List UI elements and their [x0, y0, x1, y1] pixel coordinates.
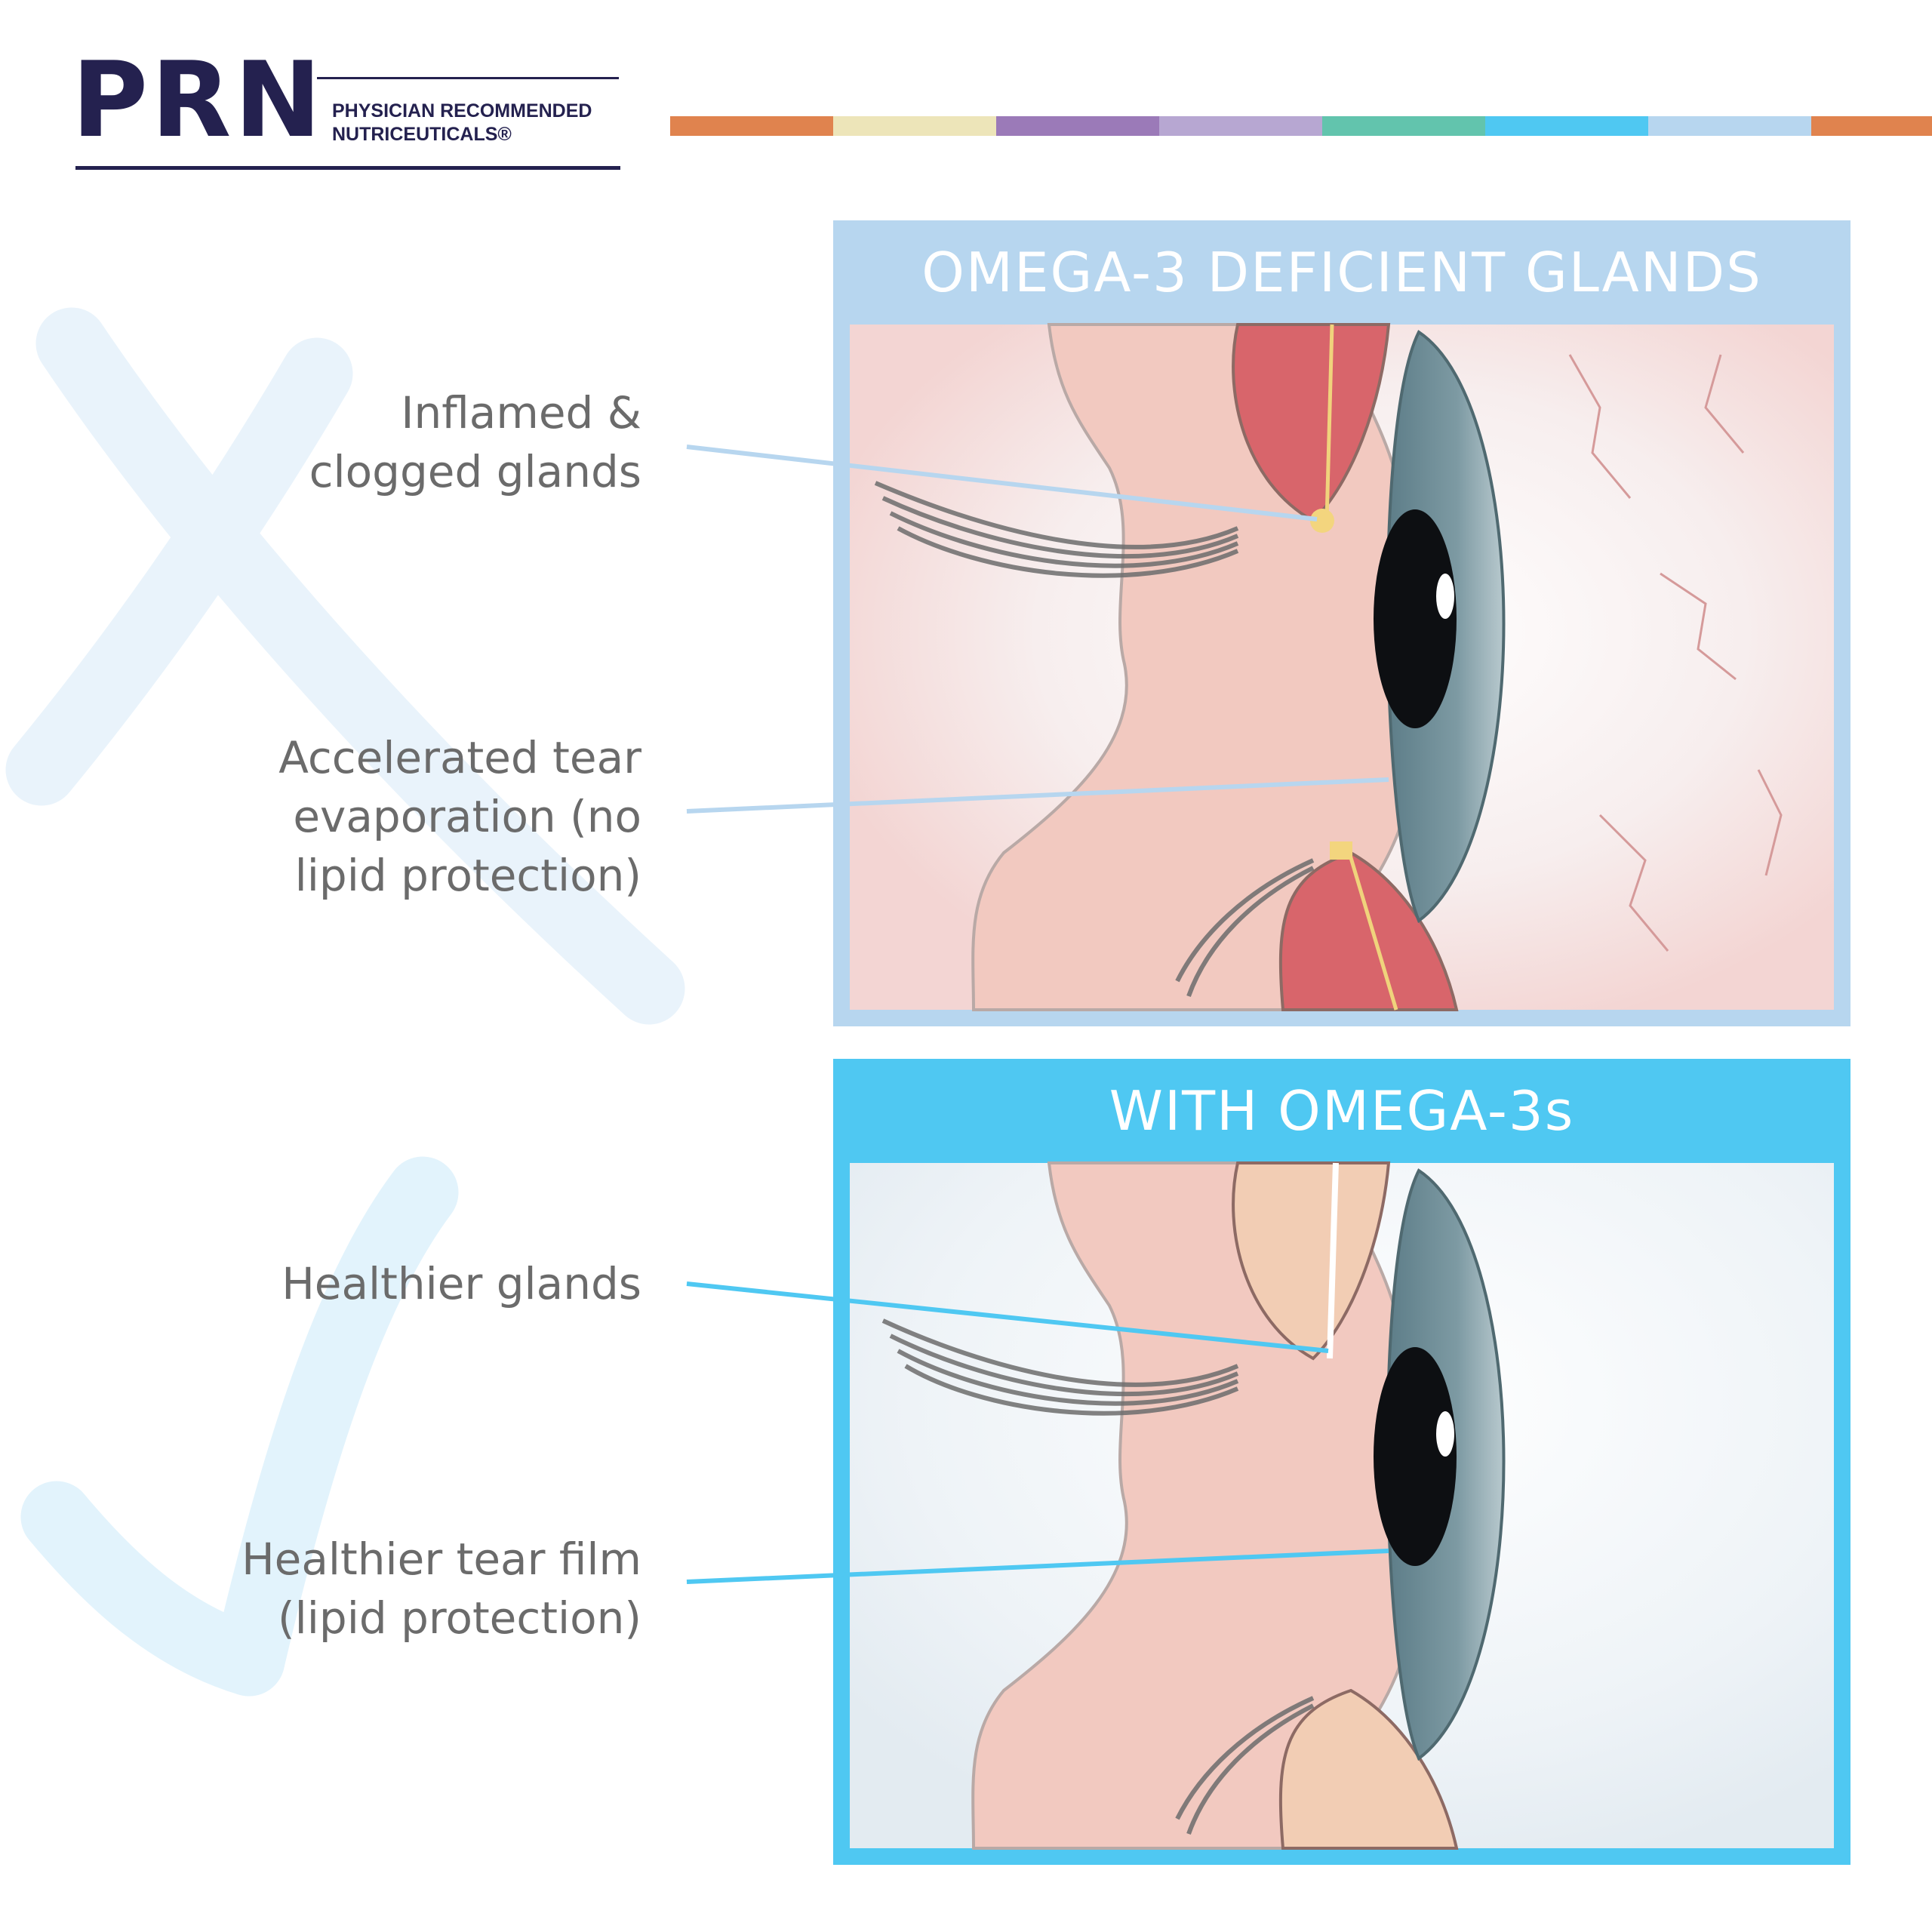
- color-strip-segment: [1648, 116, 1811, 136]
- healthy-eye-illustration: [850, 1161, 1834, 1850]
- color-strip-segment: [1811, 116, 1932, 136]
- callout-line-healthy-glands: [686, 1281, 1329, 1353]
- label-line: Accelerated tear: [278, 732, 641, 783]
- color-strip: [670, 116, 1932, 136]
- logo-top-rule: [317, 77, 619, 79]
- label-line: (lipid protection): [278, 1592, 641, 1644]
- logo-tagline: PHYSICIAN RECOMMENDED NUTRICEUTICALS®: [332, 100, 592, 146]
- label-healthier-glands: Healthier glands: [68, 1254, 641, 1313]
- healthy-panel-title: WITH OMEGA-3s: [833, 1059, 1850, 1163]
- color-strip-segment: [1322, 116, 1485, 136]
- callout-lines: [686, 445, 1389, 1584]
- callout-line-glands: [686, 445, 1318, 521]
- label-line: clogged glands: [309, 446, 641, 497]
- label-line: evaporation (no: [293, 791, 641, 842]
- label-inflamed-glands: Inflamed & clogged glands: [68, 383, 641, 501]
- checkmark-icon: [20, 1156, 459, 1697]
- logo-wordmark: PRN: [72, 39, 325, 161]
- label-line: Healthier tear film: [242, 1534, 641, 1585]
- logo-tagline-line1: PHYSICIAN RECOMMENDED: [332, 100, 592, 122]
- label-line: Inflamed &: [401, 387, 641, 438]
- prn-logo: PRN PHYSICIAN RECOMMENDED NUTRICEUTICALS…: [72, 47, 623, 175]
- color-strip-segment: [1485, 116, 1648, 136]
- logo-bottom-rule: [75, 166, 620, 170]
- label-healthier-tear-film: Healthier tear film (lipid protection): [68, 1530, 641, 1647]
- label-line: Healthier glands: [281, 1258, 641, 1309]
- deficient-panel-title: OMEGA-3 DEFICIENT GLANDS: [833, 220, 1850, 325]
- deficient-eye-illustration: [850, 323, 1834, 1011]
- callout-line-tear-film: [686, 1549, 1389, 1584]
- clogged-gland-plug-icon: [1330, 841, 1352, 860]
- x-mark-icon: [5, 307, 685, 1025]
- label-line: lipid protection): [294, 850, 641, 901]
- color-strip-segment: [1159, 116, 1322, 136]
- color-strip-segment: [670, 116, 833, 136]
- color-strip-segment: [996, 116, 1159, 136]
- callout-line-evaporation: [686, 777, 1389, 814]
- color-strip-segment: [833, 116, 996, 136]
- logo-tagline-line2: NUTRICEUTICALS®: [332, 124, 512, 145]
- label-tear-evaporation: Accelerated tear evaporation (no lipid p…: [68, 728, 641, 905]
- clogged-gland-plug-icon: [1310, 509, 1334, 533]
